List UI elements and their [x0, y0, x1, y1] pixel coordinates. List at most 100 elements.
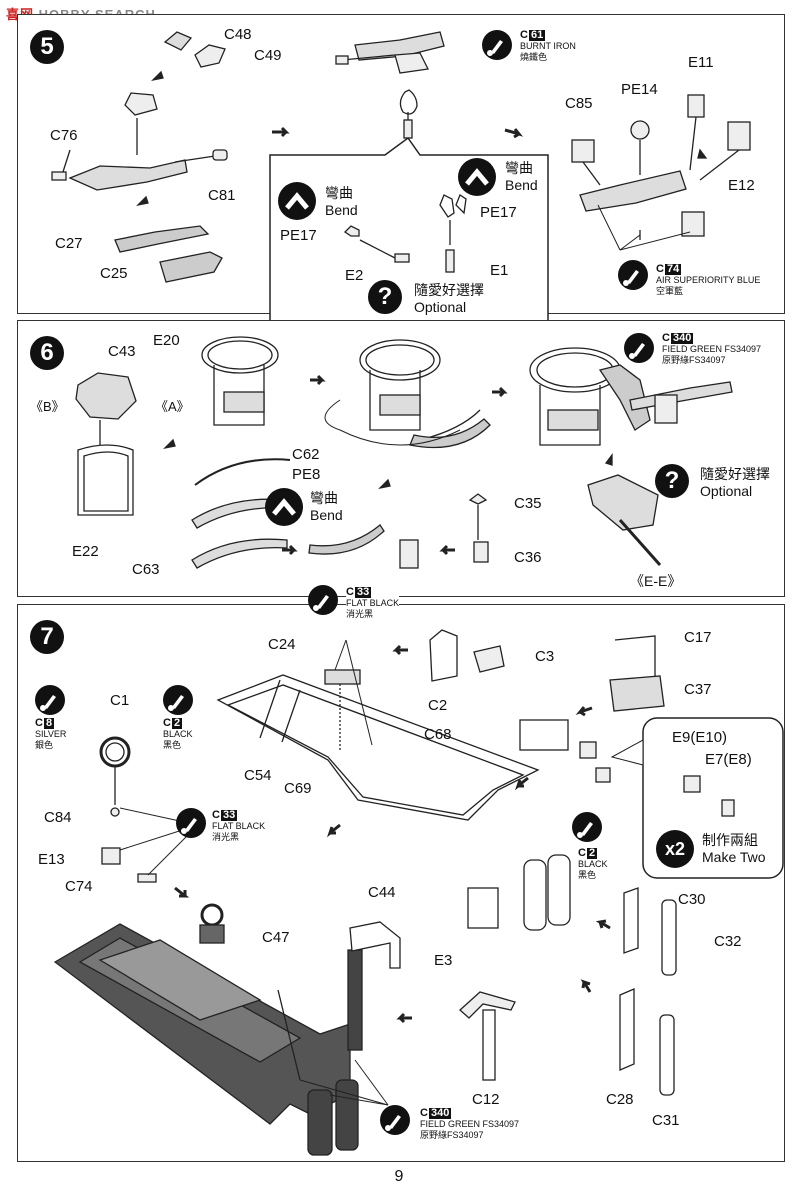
part-pe8: PE8 — [292, 466, 321, 483]
part-pe17: PE17 — [480, 204, 517, 221]
part-c81: C81 — [208, 187, 236, 204]
part-e13: E13 — [38, 851, 65, 868]
optional-label: 隨愛好選擇 Optional — [700, 466, 770, 500]
bend-icon — [458, 158, 496, 196]
view-ee: 《E-E》 — [630, 573, 682, 589]
optional-cn: 隨愛好選擇 — [700, 466, 770, 482]
paint-num: 340 — [670, 332, 694, 344]
part-c30: C30 — [678, 891, 706, 908]
part-e2: E2 — [345, 267, 364, 284]
part-pe17: PE17 — [280, 227, 317, 244]
part-c84: C84 — [44, 809, 72, 826]
paint-cn: 黑色 — [163, 740, 182, 750]
view-b: 《B》 — [30, 399, 65, 414]
part-e12: E12 — [728, 177, 755, 194]
paint-num: 61 — [528, 29, 546, 41]
part-c48: C48 — [224, 26, 252, 43]
part-e22: E22 — [72, 543, 99, 560]
paint-cn: 燒鐵色 — [520, 52, 548, 62]
bend-label: 彎曲 Bend — [310, 490, 343, 524]
part-c68: C68 — [424, 726, 452, 743]
part-c43: C43 — [108, 343, 136, 360]
step5-number: 5 — [30, 30, 64, 64]
part-c74: C74 — [65, 878, 93, 895]
paint-num: 74 — [664, 263, 682, 275]
part-c76: C76 — [50, 127, 78, 144]
paintbrush-icon — [35, 685, 65, 715]
paint-cn: 原野綠FS34097 — [662, 355, 726, 365]
make-two-badge: x2 — [656, 830, 694, 868]
paintbrush-icon — [624, 333, 654, 363]
part-e20: E20 — [153, 332, 180, 349]
watermark-cn: 喜 — [6, 7, 21, 22]
paint-num: 8 — [43, 717, 55, 729]
paint-num: 2 — [171, 717, 183, 729]
paintbrush-icon — [572, 812, 602, 842]
paint-en: BLACK — [578, 859, 608, 869]
paint-code: C — [662, 332, 670, 344]
part-e7: E7(E8) — [705, 751, 752, 768]
paint-cn: 空軍藍 — [656, 286, 684, 296]
part-c36: C36 — [514, 549, 542, 566]
optional-en: Optional — [700, 483, 753, 499]
part-c44: C44 — [368, 884, 396, 901]
part-pe14: PE14 — [621, 81, 658, 98]
bend-en: Bend — [505, 177, 538, 193]
part-c69: C69 — [284, 780, 312, 797]
paintbrush-icon — [482, 30, 512, 60]
part-e3: E3 — [434, 952, 453, 969]
paint-num: 33 — [354, 586, 372, 598]
part-e9: E9(E10) — [672, 729, 728, 746]
part-e11: E11 — [688, 54, 714, 71]
bend-icon — [278, 182, 316, 220]
bend-cn: 彎曲 — [505, 160, 533, 176]
paint-en: FLAT BLACK — [212, 821, 266, 831]
paintbrush-icon — [308, 585, 338, 615]
bend-icon — [265, 488, 303, 526]
bend-cn: 彎曲 — [310, 490, 338, 506]
paint-en: SILVER — [35, 729, 67, 739]
view-a: 《A》 — [155, 399, 190, 414]
part-c28: C28 — [606, 1091, 634, 1108]
paintbrush-icon — [618, 260, 648, 290]
paint-en: AIR SUPERIORITY BLUE — [656, 275, 761, 285]
part-e1: E1 — [490, 262, 509, 279]
part-c17: C17 — [684, 629, 712, 646]
bend-label: 彎曲 Bend — [325, 185, 358, 219]
part-c49: C49 — [254, 47, 282, 64]
part-c35: C35 — [514, 495, 542, 512]
bend-cn: 彎曲 — [325, 185, 353, 201]
step7-number: 7 — [30, 620, 64, 654]
optional-en: Optional — [414, 299, 467, 315]
question-icon: ? — [655, 464, 689, 498]
question-icon: ? — [368, 280, 402, 314]
part-c2: C2 — [428, 697, 448, 714]
page-number: 9 — [394, 1168, 404, 1185]
paintbrush-icon — [380, 1105, 410, 1135]
paint-code: C — [420, 1107, 428, 1119]
paint-num: 2 — [586, 847, 598, 859]
paint-cn: 原野綠FS34097 — [420, 1130, 484, 1140]
paint-en: BURNT IRON — [520, 41, 576, 51]
part-c27: C27 — [55, 235, 83, 252]
paint-code: C — [35, 717, 43, 729]
part-c85: C85 — [565, 95, 593, 112]
part-c25: C25 — [100, 265, 128, 282]
paint-en: FLAT BLACK — [346, 598, 400, 608]
bend-en: Bend — [310, 507, 343, 523]
paint-code: C — [656, 263, 664, 275]
paint-code: C — [520, 29, 528, 41]
make-cn: 制作兩組 — [702, 832, 758, 848]
paint-cn: 黑色 — [578, 870, 597, 880]
part-c31: C31 — [652, 1112, 680, 1129]
part-c54: C54 — [244, 767, 272, 784]
bend-label: 彎曲 Bend — [505, 160, 538, 194]
paint-en: FIELD GREEN FS34097 — [662, 344, 762, 354]
part-c62: C62 — [292, 446, 320, 463]
